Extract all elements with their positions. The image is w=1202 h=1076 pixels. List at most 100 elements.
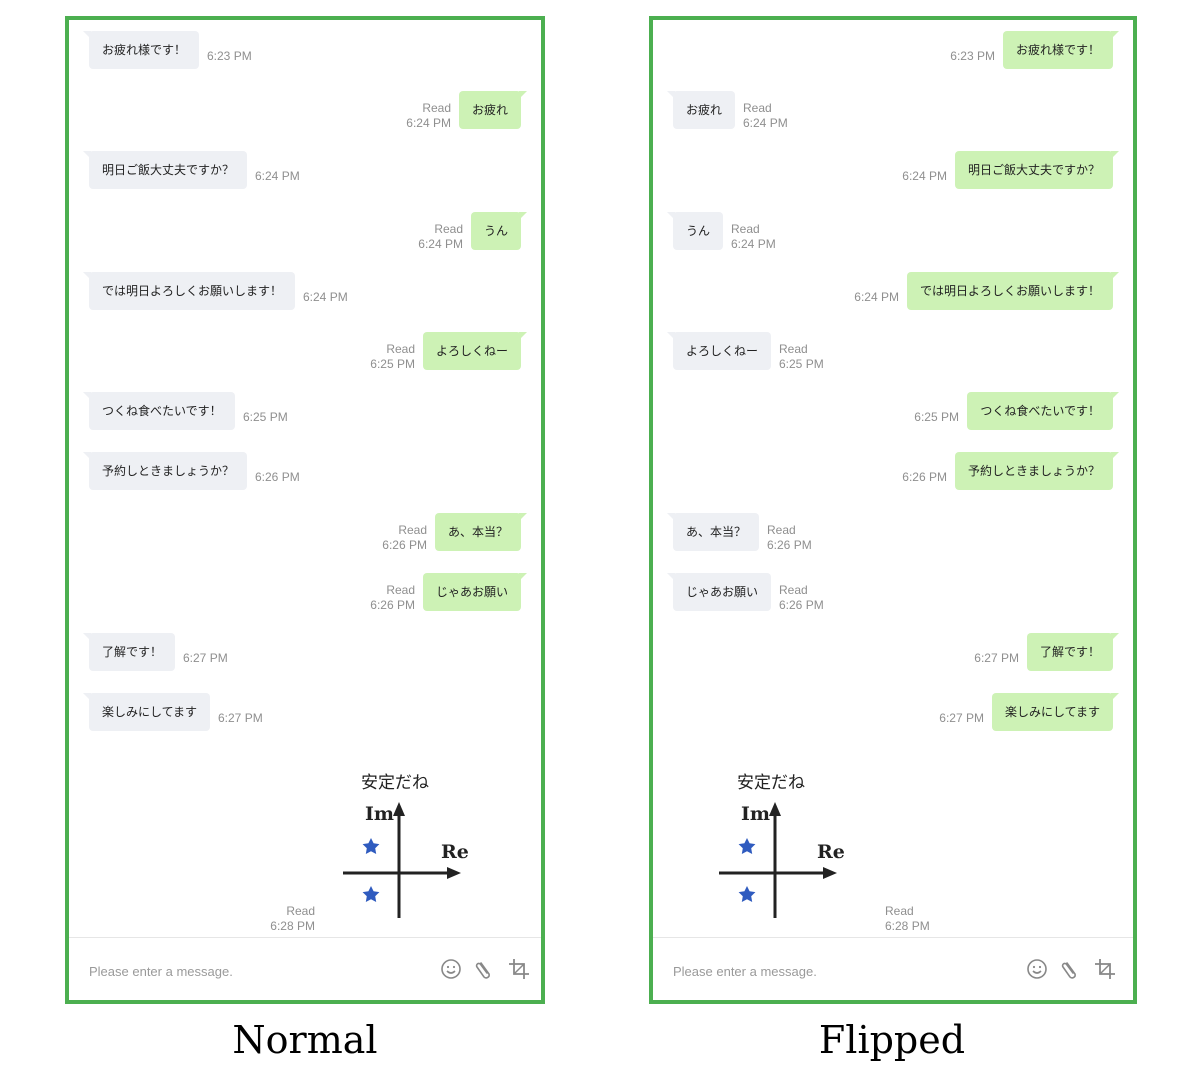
timestamp: 6:27 PM: [218, 711, 263, 726]
timestamp: 6:24 PM: [731, 236, 776, 251]
read-receipt: Read: [398, 522, 427, 537]
message-bubble[interactable]: 楽しみにしてます: [82, 693, 211, 732]
message-bubble[interactable]: お疲れ様です！: [82, 31, 200, 69]
timestamp: 6:26 PM: [779, 597, 824, 612]
message-bubble[interactable]: つくね食べたいです！: [83, 392, 235, 431]
message-bubble[interactable]: 了解です！: [82, 633, 176, 671]
timestamp: 6:24 PM: [854, 289, 899, 304]
sticker-im-label: Im: [365, 803, 394, 825]
timestamp: 6:28 PM: [885, 919, 930, 933]
message-bubble[interactable]: よろしくねー: [422, 332, 528, 370]
timestamp: 6:28 PM: [270, 919, 315, 933]
read-receipt: Read: [779, 342, 808, 356]
message-bubble[interactable]: では明日よろしくお願いします！: [82, 271, 296, 310]
message-composer: [653, 937, 1133, 1000]
message-bubble[interactable]: あ、本当？: [666, 512, 760, 551]
read-receipt: Read: [731, 221, 760, 236]
message-meta: 6:25 PM: [914, 410, 959, 425]
message-bubble[interactable]: お疲れ: [458, 91, 528, 130]
message-bubble[interactable]: 了解です！: [1026, 633, 1120, 671]
message-meta: 6:23 PM: [950, 49, 995, 64]
caption-normal: Normal: [232, 1018, 378, 1062]
message-bubble[interactable]: じゃあお願い: [422, 572, 528, 611]
pole-star-icon: [738, 838, 756, 854]
timestamp: 6:24 PM: [255, 169, 300, 184]
timestamp: 6:26 PM: [255, 470, 300, 485]
emoji-icon[interactable]: [1025, 957, 1049, 981]
message-bubble[interactable]: お疲れ様です！: [1002, 31, 1120, 69]
message-bubble[interactable]: うん: [470, 211, 528, 250]
caption-flipped: Flipped: [818, 1018, 966, 1062]
message-row: 楽しみにしてます 6:27 PM: [69, 693, 541, 733]
message-bubble[interactable]: 予約しときましょうか？: [82, 452, 248, 491]
message-bubble[interactable]: 楽しみにしてます: [991, 693, 1120, 732]
message-composer: [69, 937, 541, 1000]
sticker-title: 安定だね: [737, 773, 805, 793]
message-row: 明日ご飯大丈夫ですか？ 6:24 PM: [653, 151, 1133, 191]
timestamp: 6:26 PM: [767, 537, 812, 552]
timestamp: 6:24 PM: [902, 169, 947, 184]
paperclip-icon[interactable]: [473, 957, 497, 981]
message-row: では明日よろしくお願いします！ 6:24 PM: [653, 271, 1133, 312]
read-receipt: Read: [286, 904, 315, 918]
message-row: 了解です！6:27 PM: [653, 633, 1133, 673]
message-meta: 6:26 PM: [255, 470, 300, 485]
message-bubble[interactable]: よろしくねー: [666, 332, 772, 370]
message-input[interactable]: [87, 958, 391, 984]
message-meta: 6:23 PM: [207, 49, 252, 64]
message-bubble[interactable]: つくね食べたいです！: [967, 392, 1119, 431]
message-bubble[interactable]: じゃあお願い: [666, 572, 772, 611]
timestamp: 6:26 PM: [902, 470, 947, 485]
message-bubble[interactable]: うん: [666, 211, 724, 250]
message-meta: 6:26 PM: [902, 470, 947, 485]
paperclip-icon[interactable]: [1059, 957, 1083, 981]
read-receipt: Read: [885, 904, 914, 918]
message-bubble[interactable]: 予約しときましょうか？: [954, 452, 1120, 491]
message-bubble[interactable]: お疲れ: [666, 91, 736, 130]
message-bubble[interactable]: 明日ご飯大丈夫ですか？: [954, 151, 1120, 190]
message-meta: 6:27 PM: [218, 711, 263, 726]
timestamp: 6:25 PM: [914, 410, 959, 425]
message-row: つくね食べたいです！6:25 PM: [69, 392, 541, 432]
crop-icon[interactable]: [507, 957, 531, 981]
timestamp: 6:24 PM: [406, 116, 451, 131]
message-meta: 6:27 PM: [939, 711, 984, 726]
read-receipt: Read: [743, 101, 772, 116]
pole-star-icon: [362, 886, 380, 902]
timestamp: 6:23 PM: [207, 49, 252, 63]
message-row: 予約しときましょうか？ 6:26 PM: [69, 452, 541, 492]
message-row: お疲れ様です！ 6:23 PM: [69, 31, 541, 71]
message-bubble[interactable]: では明日よろしくお願いします！: [906, 271, 1120, 310]
message-bubble[interactable]: あ、本当？: [434, 512, 528, 551]
message-bubble[interactable]: 明日ご飯大丈夫ですか？: [82, 151, 248, 190]
timestamp: 6:26 PM: [370, 597, 415, 612]
timestamp: 6:24 PM: [303, 289, 348, 304]
message-row: 了解です！6:27 PM: [69, 633, 541, 673]
emoji-icon[interactable]: [439, 957, 463, 981]
message-meta: 6:24 PM: [854, 290, 899, 305]
timestamp: 6:24 PM: [418, 236, 463, 251]
message-row: では明日よろしくお願いします！ 6:24 PM: [69, 271, 541, 312]
message-input[interactable]: [671, 958, 975, 984]
crop-icon[interactable]: [1093, 957, 1117, 981]
